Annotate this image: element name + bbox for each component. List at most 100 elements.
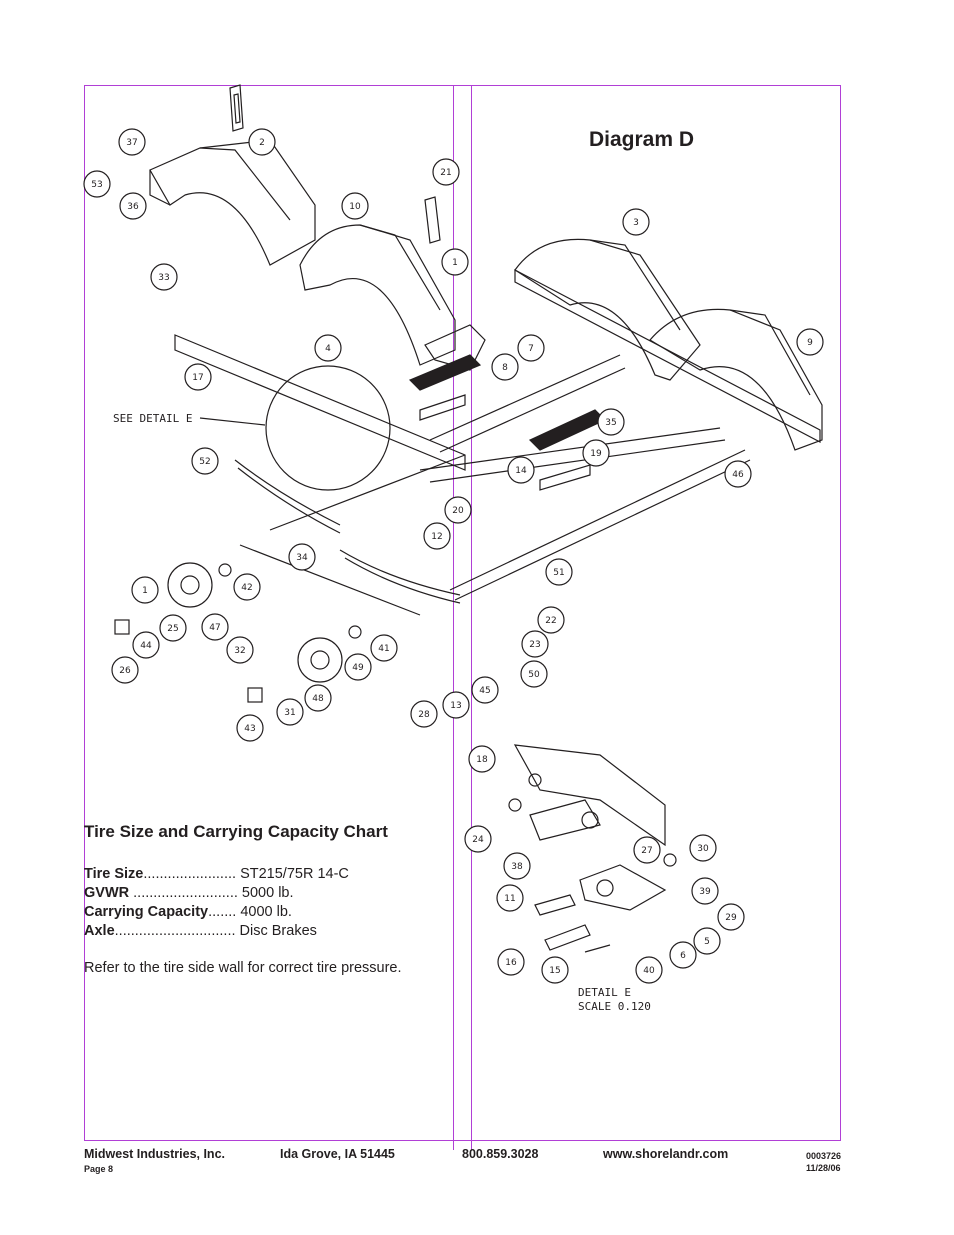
callout-number: 16 (505, 958, 517, 968)
callout-number: 10 (349, 202, 361, 212)
frame-rails (174, 269, 821, 601)
callout-bubble (304, 684, 332, 712)
callout-bubble (503, 852, 531, 880)
callout-number: 28 (418, 710, 430, 720)
callout-bubble (520, 660, 548, 688)
callout-bubble (184, 363, 212, 391)
callout-number: 27 (641, 846, 652, 856)
main-callout-17: 17 (184, 363, 212, 391)
callout-number: 31 (284, 708, 295, 718)
frame-divider-right (471, 85, 472, 1150)
callout-bubble (119, 192, 147, 220)
callout-number: 32 (234, 646, 245, 656)
spec-value: 4000 lb. (240, 904, 292, 920)
callout-bubble (201, 613, 229, 641)
detail-callout-16: 16 (497, 948, 525, 976)
callout-bubble (633, 836, 661, 864)
footer-phone: 800.859.3028 (462, 1147, 539, 1161)
spec-dots: ....................... (143, 866, 237, 882)
step-bracket (424, 196, 441, 244)
footer-doc-number: 0003726 (806, 1151, 842, 1161)
detail-callout-38: 38 (503, 852, 531, 880)
detail-e-leader (199, 417, 266, 426)
callout-number: 3 (633, 218, 639, 228)
callout-number: 26 (119, 666, 131, 676)
spec-label: GVWR (84, 885, 130, 901)
callout-number: 23 (529, 640, 540, 650)
main-callout-45: 45 (471, 676, 499, 704)
detail-callout-18: 18 (468, 745, 496, 773)
callout-number: 17 (192, 373, 203, 383)
callout-bubble (226, 636, 254, 664)
footer-date: 11/28/06 (806, 1163, 841, 1173)
callout-number: 11 (504, 894, 515, 904)
callout-bubble (314, 334, 342, 362)
callout-bubble (497, 948, 525, 976)
main-callout-32: 32 (226, 636, 254, 664)
footer-company: Midwest Industries, Inc. (84, 1147, 225, 1161)
callout-bubble (276, 698, 304, 726)
callout-bubble (150, 263, 178, 291)
callout-bubble (288, 543, 316, 571)
detail-callout-11: 11 (496, 884, 524, 912)
main-callout-23: 23 (521, 630, 549, 658)
callout-number: 2 (259, 138, 265, 148)
callout-number: 47 (209, 623, 220, 633)
callout-number: 5 (704, 937, 710, 947)
main-callout-33: 33 (150, 263, 178, 291)
main-callout-13: 13 (442, 691, 470, 719)
callout-number: 19 (590, 449, 602, 459)
main-callout-52: 52 (191, 447, 219, 475)
spec-value: Disc Brakes (239, 923, 317, 939)
step-pads (408, 354, 607, 491)
callout-bubble (669, 941, 697, 969)
callout-number: 9 (807, 338, 813, 348)
detail-title-label: DETAIL E (578, 986, 631, 999)
fender-left-rear (149, 139, 316, 266)
leaf-springs (234, 459, 461, 604)
callout-bubble (691, 877, 719, 905)
fender-left-front (299, 224, 486, 371)
footer-website[interactable]: www.shorelandr.com (603, 1147, 729, 1161)
callout-bubble (132, 631, 160, 659)
callout-bubble (717, 903, 745, 931)
spec-row-gvwr: GVWR .......................... 5000 lb. (84, 885, 294, 901)
callout-bubble (541, 956, 569, 984)
callout-number: 39 (699, 887, 711, 897)
callout-bubble (248, 128, 276, 156)
callout-number: 51 (553, 568, 564, 578)
detail-callout-24: 24 (464, 825, 492, 853)
frame-top-line (84, 85, 841, 86)
main-callout-43: 43 (236, 714, 264, 742)
callout-bubble (689, 834, 717, 862)
main-callout-41: 41 (370, 634, 398, 662)
detail-callout-29: 29 (717, 903, 745, 931)
capacity-chart-title: Tire Size and Carrying Capacity Chart (84, 822, 388, 841)
main-callout-49: 49 (344, 653, 372, 681)
main-callout-4: 4 (314, 334, 342, 362)
callout-number: 29 (725, 913, 737, 923)
spec-label: Carrying Capacity (84, 904, 209, 920)
main-callout-44: 44 (132, 631, 160, 659)
callout-number: 37 (126, 138, 137, 148)
callout-bubble (83, 170, 111, 198)
main-callout-47: 47 (201, 613, 229, 641)
main-callout-35: 35 (597, 408, 625, 436)
callout-bubble (344, 653, 372, 681)
main-callout-9: 9 (796, 328, 824, 356)
callout-number: 30 (697, 844, 709, 854)
main-callout-37: 37 (118, 128, 146, 156)
callout-bubble (423, 522, 451, 550)
callout-bubble (464, 825, 492, 853)
spec-dots: ....... (208, 904, 237, 920)
detail-callout-5: 5 (693, 927, 721, 955)
callout-number: 35 (605, 418, 616, 428)
frame-right-line (840, 85, 841, 1140)
callout-number: 42 (241, 583, 252, 593)
callout-number: 50 (528, 670, 540, 680)
diagram-title: Diagram D (589, 128, 695, 151)
callout-bubble (521, 630, 549, 658)
main-callout-7: 7 (517, 334, 545, 362)
callout-bubble (622, 208, 650, 236)
